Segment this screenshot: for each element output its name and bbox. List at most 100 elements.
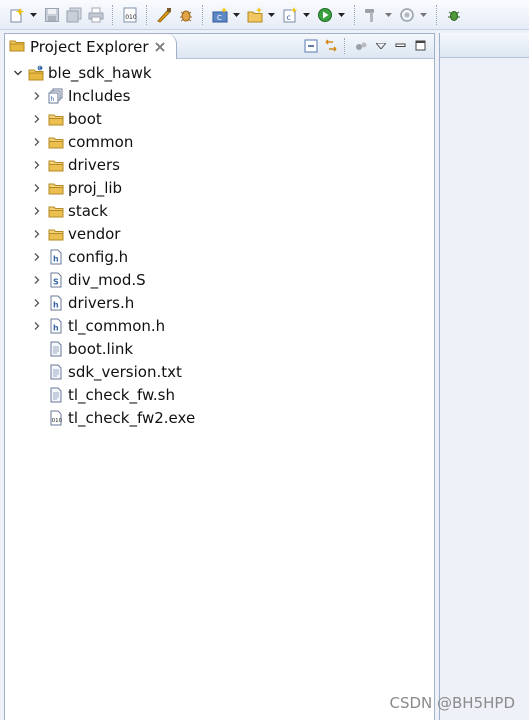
target-dropdown-icon[interactable] bbox=[418, 4, 428, 26]
new-project-icon[interactable]: C bbox=[210, 4, 230, 26]
tree-item-label: boot.link bbox=[68, 339, 134, 358]
header-file-icon: h bbox=[48, 318, 64, 334]
project-explorer-tab[interactable]: Project Explorer bbox=[5, 34, 177, 59]
toolbar-separator bbox=[112, 4, 114, 25]
tree-item[interactable]: boot bbox=[5, 107, 434, 130]
view-menu-icon[interactable] bbox=[372, 37, 390, 55]
tree-item-label: tl_check_fw.sh bbox=[68, 385, 175, 404]
chevron-right-icon[interactable] bbox=[31, 320, 43, 332]
tree-item-label: sdk_version.txt bbox=[68, 362, 182, 381]
tree-item[interactable]: 010 tl_check_fw2.exe bbox=[5, 406, 434, 429]
target-icon[interactable] bbox=[397, 4, 417, 26]
focus-icon[interactable] bbox=[352, 37, 370, 55]
new-project-dropdown-icon[interactable] bbox=[231, 4, 241, 26]
tree-item[interactable]: h drivers.h bbox=[5, 291, 434, 314]
svg-text:h: h bbox=[53, 300, 59, 309]
chevron-right-icon[interactable] bbox=[31, 182, 43, 194]
minimize-icon[interactable] bbox=[392, 37, 410, 55]
header-file-icon: h bbox=[48, 295, 64, 311]
folder-icon bbox=[48, 157, 64, 173]
print-icon[interactable] bbox=[86, 4, 106, 26]
debug-icon[interactable] bbox=[176, 4, 196, 26]
view-actions-separator bbox=[344, 38, 346, 54]
tree-item-label: drivers.h bbox=[68, 293, 135, 312]
run-icon[interactable] bbox=[315, 4, 335, 26]
binary-icon[interactable]: 010 bbox=[120, 4, 140, 26]
chevron-right-icon[interactable] bbox=[31, 251, 43, 263]
project-label: ble_sdk_hawk bbox=[48, 63, 152, 82]
save-icon[interactable] bbox=[42, 4, 62, 26]
editor-tab-strip bbox=[440, 33, 529, 58]
binary-file-icon: 010 bbox=[48, 410, 64, 426]
build-icon[interactable] bbox=[154, 4, 174, 26]
tree-item-label: stack bbox=[68, 201, 108, 220]
tree-item[interactable]: tl_check_fw.sh bbox=[5, 383, 434, 406]
collapse-all-icon[interactable] bbox=[302, 37, 320, 55]
view-title: Project Explorer bbox=[30, 37, 149, 56]
chevron-right-icon[interactable] bbox=[31, 205, 43, 217]
new-folder-dropdown-icon[interactable] bbox=[266, 4, 276, 26]
svg-text:h: h bbox=[53, 254, 59, 263]
new-icon[interactable] bbox=[7, 4, 27, 26]
tree-item-label: tl_check_fw2.exe bbox=[68, 408, 196, 427]
tree-item[interactable]: boot.link bbox=[5, 337, 434, 360]
chevron-right-icon[interactable] bbox=[31, 136, 43, 148]
svg-text:010: 010 bbox=[125, 14, 137, 21]
project-explorer-icon bbox=[9, 37, 25, 57]
svg-text:C: C bbox=[217, 14, 222, 22]
tree-item[interactable]: h Includes bbox=[5, 84, 434, 107]
folder-icon bbox=[48, 203, 64, 219]
chevron-right-icon[interactable] bbox=[31, 274, 43, 286]
chevron-down-icon[interactable] bbox=[12, 67, 24, 79]
tree-item[interactable]: common bbox=[5, 130, 434, 153]
tree-item[interactable]: vendor bbox=[5, 222, 434, 245]
tree-item[interactable]: h config.h bbox=[5, 245, 434, 268]
tree-item-spacer bbox=[31, 389, 43, 401]
hammer-icon[interactable] bbox=[362, 4, 382, 26]
svg-text:c: c bbox=[287, 13, 291, 22]
text-file-icon bbox=[48, 387, 64, 403]
watermark: CSDN @BH5HPD bbox=[389, 694, 515, 712]
tree-item[interactable]: sdk_version.txt bbox=[5, 360, 434, 383]
new-class-icon[interactable]: c bbox=[280, 4, 300, 26]
chevron-right-icon[interactable] bbox=[31, 113, 43, 125]
maximize-icon[interactable] bbox=[412, 37, 430, 55]
tree-item[interactable]: proj_lib bbox=[5, 176, 434, 199]
tree-item-label: vendor bbox=[68, 224, 121, 243]
chevron-right-icon[interactable] bbox=[31, 297, 43, 309]
svg-text:S: S bbox=[53, 277, 59, 286]
save-all-icon[interactable] bbox=[64, 4, 84, 26]
chevron-right-icon[interactable] bbox=[31, 228, 43, 240]
chevron-right-icon[interactable] bbox=[31, 159, 43, 171]
tree-item[interactable]: stack bbox=[5, 199, 434, 222]
run-dropdown-icon[interactable] bbox=[336, 4, 346, 26]
text-file-icon bbox=[48, 341, 64, 357]
text-file-icon bbox=[48, 364, 64, 380]
close-icon[interactable] bbox=[155, 41, 165, 52]
main-toolbar: 010 C c bbox=[0, 0, 529, 30]
tree-item-label: common bbox=[68, 132, 134, 151]
bug-icon[interactable] bbox=[444, 4, 464, 26]
link-with-editor-icon[interactable] bbox=[322, 37, 340, 55]
hammer-dropdown-icon[interactable] bbox=[383, 4, 393, 26]
includes-icon: h bbox=[48, 88, 64, 104]
svg-text:h: h bbox=[51, 96, 55, 103]
new-dropdown-icon[interactable] bbox=[28, 4, 38, 26]
tree-item-label: config.h bbox=[68, 247, 129, 266]
tree-item-project-root[interactable]: C ble_sdk_hawk bbox=[5, 61, 434, 84]
svg-text:010: 010 bbox=[52, 418, 63, 424]
tree-item-spacer bbox=[31, 366, 43, 378]
svg-text:h: h bbox=[53, 323, 59, 332]
tree-item[interactable]: drivers bbox=[5, 153, 434, 176]
new-folder-icon[interactable] bbox=[245, 4, 265, 26]
asm-file-icon: S bbox=[48, 272, 64, 288]
tree-item-label: Includes bbox=[68, 86, 131, 105]
toolbar-separator bbox=[146, 4, 148, 25]
folder-icon bbox=[48, 180, 64, 196]
tree-item-label: proj_lib bbox=[68, 178, 123, 197]
chevron-right-icon[interactable] bbox=[31, 90, 43, 102]
toolbar-separator bbox=[354, 4, 356, 25]
new-class-dropdown-icon[interactable] bbox=[301, 4, 311, 26]
